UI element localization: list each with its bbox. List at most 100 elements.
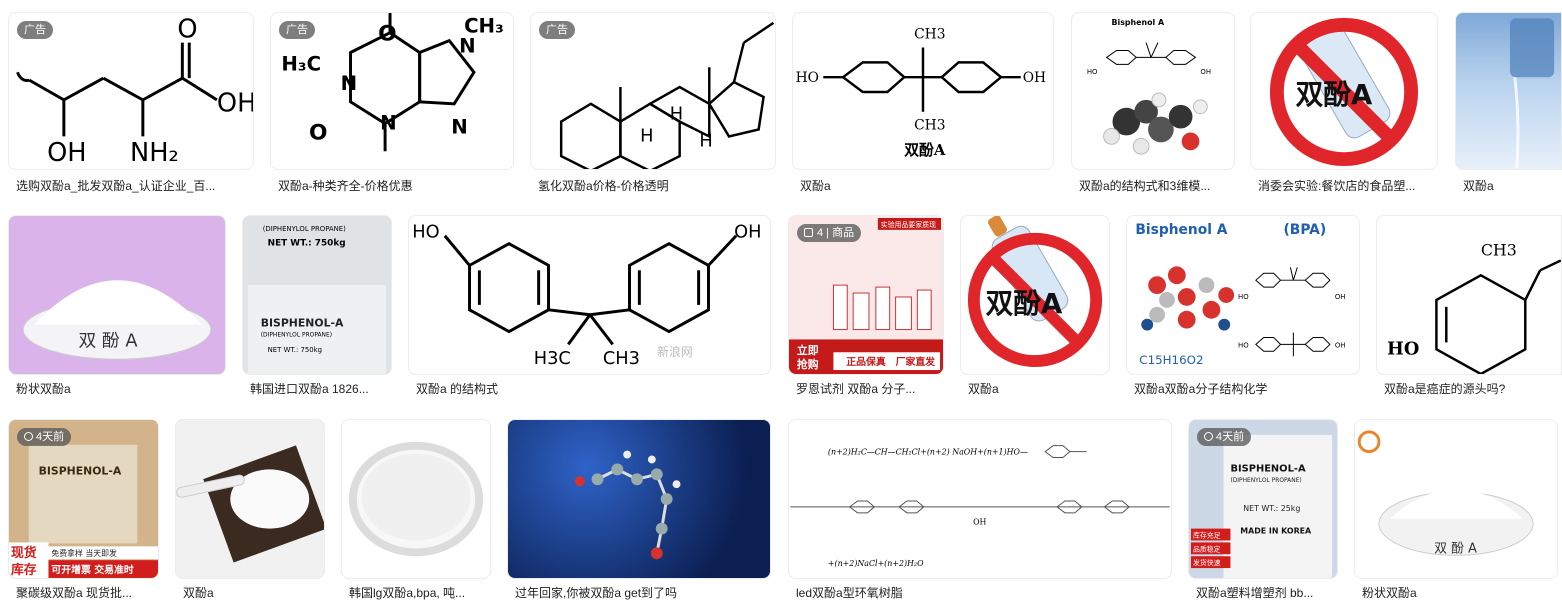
- result-caption[interactable]: 双酚a: [968, 382, 999, 396]
- result-tile[interactable]: BISPHENOL-A (DIPHENYLOL PROPANE) NET WT.…: [1188, 419, 1340, 604]
- result-caption[interactable]: 氢化双酚a价格-价格透明: [538, 179, 669, 193]
- result-thumbnail[interactable]: 双 酚 A: [1354, 419, 1558, 579]
- result-tile[interactable]: 韩国lg双酚a,bpa, 吨...: [341, 419, 493, 604]
- result-thumbnail[interactable]: HO OH H3C CH3 新浪网: [408, 215, 771, 375]
- result-caption[interactable]: 罗恩试剂 双酚a 分子...: [796, 382, 916, 396]
- ho-label: HO: [1087, 68, 1098, 76]
- result-thumbnail[interactable]: Bisphenol A (BPA) C15H16O2 HO OH HO OH: [1126, 215, 1360, 375]
- result-tile[interactable]: O OH OH NH₂ 广告 选购双酚a_批发双酚a_认证企业_百...: [8, 12, 256, 193]
- ad-badge: 广告: [279, 21, 315, 39]
- result-thumbnail[interactable]: CH3 CH3 HO OH 双酚A: [792, 12, 1054, 170]
- result-caption[interactable]: 双酚a的结构式和3维模...: [1079, 179, 1211, 193]
- result-caption[interactable]: led双酚a型环氧树脂: [796, 586, 903, 600]
- promo-text: 现货: [11, 545, 37, 561]
- result-tile[interactable]: 双酚a: [1455, 12, 1562, 193]
- result-tile[interactable]: (n+2)H₂C—CH—CH₂Cl+(n+2) NaOH+(n+1)HO— OH…: [788, 419, 1174, 604]
- result-caption[interactable]: 消委会实验:餐饮店的食品塑...: [1258, 179, 1416, 193]
- ad-tag: 厂家直发: [896, 355, 936, 368]
- result-tile[interactable]: H₃C N O N N CH₃ N O 广告 双酚a-种类齐全-价格优惠: [270, 12, 516, 193]
- result-thumbnail[interactable]: O OH OH NH₂ 广告: [8, 12, 254, 170]
- result-tile[interactable]: 过年回家,你被双酚a get到了吗: [507, 419, 773, 604]
- result-thumbnail[interactable]: [341, 419, 491, 579]
- result-thumbnail[interactable]: CH3 HO: [1376, 215, 1562, 375]
- h3c-label: H3C: [534, 349, 571, 369]
- promo-text: 库存充足: [1193, 530, 1221, 539]
- result-caption[interactable]: 双酚a-种类齐全-价格优惠: [278, 179, 413, 193]
- result-caption[interactable]: 韩国lg双酚a,bpa, 吨...: [349, 586, 466, 600]
- promo-text: 免费拿样 当天即发: [51, 548, 117, 558]
- promo-text: 库存: [11, 562, 37, 578]
- result-caption[interactable]: 双酚a: [800, 179, 831, 193]
- diagram-abbr: (BPA): [1283, 222, 1326, 238]
- bpa-bag-photo: (DIPHENYLOL PROPANE) NET WT.: 750kg BISP…: [243, 216, 391, 374]
- result-caption[interactable]: 双酚a双酚a分子结构化学: [1134, 382, 1268, 396]
- result-caption[interactable]: 选购双酚a_批发双酚a_认证企业_百...: [16, 179, 216, 193]
- bpa-bag-warehouse-photo: BISPHENOL-A 现货 库存 免费拿样 当天即发 可开增票 交易准时: [9, 420, 158, 578]
- result-caption[interactable]: 粉状双酚a: [16, 382, 71, 396]
- result-thumbnail[interactable]: [175, 419, 325, 579]
- result-tile[interactable]: 双 酚 A 粉状双酚a: [8, 215, 228, 396]
- result-caption[interactable]: 双酚a塑料增塑剂 bb...: [1196, 586, 1314, 600]
- result-tile[interactable]: 双酚A 消委会实验:餐饮店的食品塑...: [1250, 12, 1440, 193]
- result-thumbnail[interactable]: 双 酚 A: [8, 215, 226, 375]
- images-icon: [804, 228, 813, 237]
- result-caption[interactable]: 双酚a 的结构式: [416, 382, 499, 396]
- result-tile[interactable]: CH3 HO 双酚a是癌症的源头吗?: [1376, 215, 1562, 396]
- plastic-bottle-photo: [1509, 18, 1555, 169]
- clock-icon: [24, 432, 33, 441]
- result-tile[interactable]: Bisphenol A HO OH 双酚a的结构式和3维模...: [1071, 12, 1237, 193]
- result-tile[interactable]: H H H 广告 氢化双酚a价格-价格透明: [530, 12, 778, 193]
- result-tile[interactable]: Bisphenol A (BPA) C15H16O2 HO OH HO OH 双…: [1126, 215, 1362, 396]
- oh-label: OH: [1335, 341, 1346, 349]
- result-thumbnail[interactable]: H H H 广告: [530, 12, 776, 170]
- brand-logo-icon: [1357, 430, 1381, 454]
- result-thumbnail[interactable]: H₃C N O N N CH₃ N O 广告: [270, 12, 514, 170]
- diagram-title: Bisphenol A: [1135, 222, 1227, 238]
- result-tile[interactable]: 双酚A 双酚a: [960, 215, 1112, 396]
- clock-icon: [1204, 432, 1213, 441]
- svg-text:O: O: [177, 15, 197, 45]
- result-thumbnail[interactable]: BISPHENOL-A (DIPHENYLOL PROPANE) NET WT.…: [1188, 419, 1338, 579]
- result-caption[interactable]: 聚碳级双酚a 现货批...: [16, 586, 133, 600]
- result-tile[interactable]: CH3 CH3 HO OH 双酚A 双酚a: [792, 12, 1056, 193]
- result-caption[interactable]: 双酚a是癌症的源头吗?: [1384, 382, 1506, 396]
- result-thumbnail[interactable]: [1455, 12, 1562, 170]
- formula-label: C15H16O2: [1139, 353, 1203, 367]
- result-thumbnail[interactable]: 双酚A: [960, 215, 1110, 375]
- caffeine-structure: H₃C N O N N CH₃ N O: [281, 13, 504, 152]
- equation-line: +(n+2)NaCl+(n+2)H₂O: [828, 559, 924, 568]
- ch3-top-label: CH3: [914, 27, 945, 43]
- result-thumbnail[interactable]: (DIPHENYLOL PROPANE) NET WT.: 750kg BISP…: [242, 215, 392, 375]
- result-tile[interactable]: BISPHENOL-A 现货 库存 免费拿样 当天即发 可开增票 交易准时 4天…: [8, 419, 161, 604]
- age-badge: 4天前: [1197, 428, 1252, 446]
- result-tile[interactable]: 双酚a: [175, 419, 327, 604]
- result-caption[interactable]: 过年回家,你被双酚a get到了吗: [515, 586, 678, 600]
- result-caption[interactable]: 双酚a: [1463, 179, 1494, 193]
- result-thumbnail[interactable]: BISPHENOL-A 现货 库存 免费拿样 当天即发 可开增票 交易准时 4天…: [8, 419, 159, 579]
- ad-badge: 广告: [539, 21, 575, 39]
- result-tile[interactable]: 双 酚 A 粉状双酚a: [1354, 419, 1558, 604]
- result-tile[interactable]: HO OH H3C CH3 新浪网 双酚a 的结构式: [408, 215, 773, 396]
- bisphenol-a-structure: CH3 CH3 HO OH 双酚A: [796, 27, 1046, 160]
- result-caption[interactable]: 粉状双酚a: [1362, 586, 1417, 600]
- bpa-granules-dish-photo: [348, 441, 484, 557]
- result-tile[interactable]: (DIPHENYLOL PROPANE) NET WT.: 750kg BISP…: [242, 215, 394, 396]
- bag-text: NET WT.: 25kg: [1243, 504, 1300, 513]
- oh-label: OH: [734, 223, 761, 243]
- result-thumbnail[interactable]: (n+2)H₂C—CH—CH₂Cl+(n+2) NaOH+(n+1)HO— OH…: [788, 419, 1172, 579]
- result-thumbnail[interactable]: Bisphenol A HO OH: [1071, 12, 1235, 170]
- promo-text: 可开增票 交易准时: [51, 563, 133, 576]
- bag-text: (DIPHENYLOL PROPANE): [1230, 478, 1301, 484]
- result-thumbnail[interactable]: [507, 419, 771, 579]
- result-thumbnail[interactable]: 双酚A: [1250, 12, 1438, 170]
- result-caption[interactable]: 韩国进口双酚a 1826...: [250, 382, 369, 396]
- bpa-powder-spoon-photo: [176, 445, 324, 563]
- result-tile[interactable]: 实验用品要家质现 立即 抢购 正品保真 厂家直发 4 | 商品 罗恩试剂 双酚a…: [788, 215, 946, 396]
- equation-line: (n+2)H₂C—CH—CH₂Cl+(n+2) NaOH+(n+1)HO—: [828, 448, 1028, 457]
- result-thumbnail[interactable]: 实验用品要家质现 立即 抢购 正品保真 厂家直发 4 | 商品: [788, 215, 944, 375]
- bag-text: (DIPHENYLOL PROPANE): [263, 225, 346, 233]
- svg-text:H: H: [699, 131, 712, 151]
- bpa-powder-dish: 双 酚 A: [22, 280, 212, 360]
- no-bpa-label: 双酚A: [1296, 78, 1373, 111]
- result-caption[interactable]: 双酚a: [183, 586, 214, 600]
